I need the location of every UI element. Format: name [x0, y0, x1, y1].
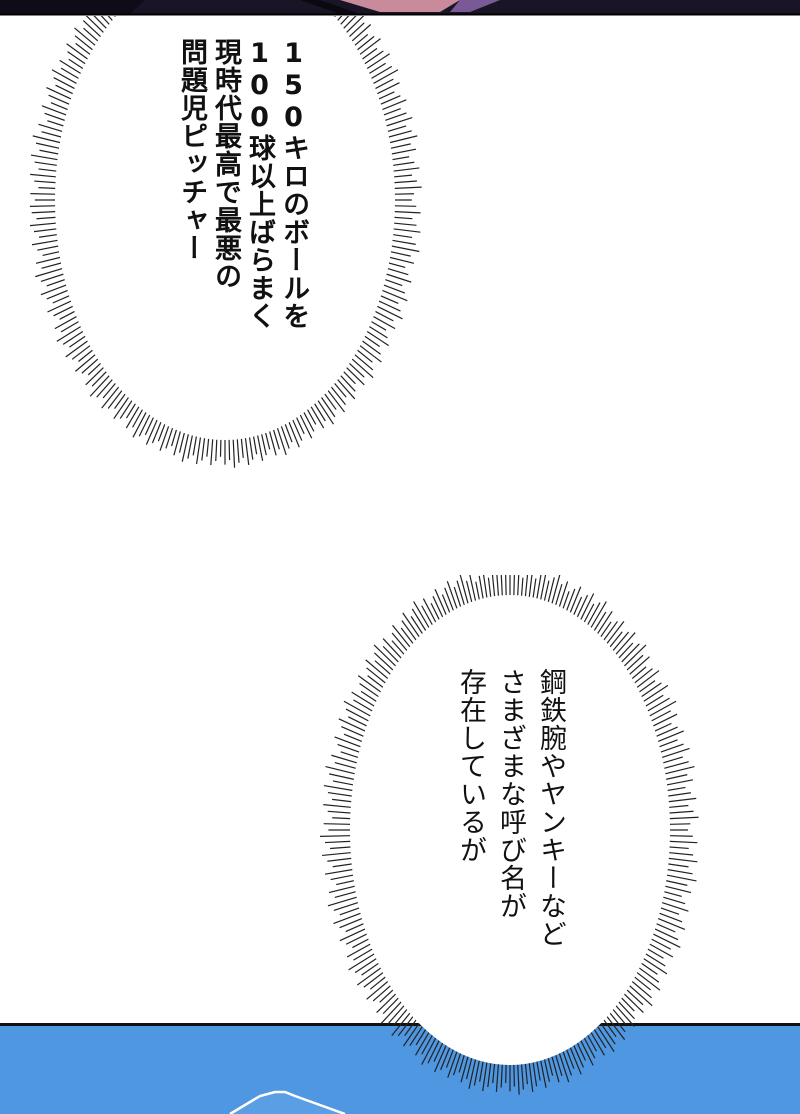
- bubble-1-line-2: 100球以上ばらまく: [242, 38, 276, 330]
- bubble-1-text: 150キロのボールを 100球以上ばらまく 現時代最高で最悪の 問題児ピッチャー: [174, 38, 310, 330]
- bubble-2-line-1: 鋼鉄腕やヤンキーなど: [530, 668, 570, 948]
- bubble-2-line-2: さまざまな呼び名が: [490, 668, 530, 948]
- bubble-2-line-3: 存在しているが: [450, 668, 490, 948]
- bubble-2-text: 鋼鉄腕やヤンキーなど さまざまな呼び名が 存在しているが: [450, 668, 570, 948]
- bubble-1-line-1: 150キロのボールを: [276, 38, 310, 330]
- bubble-1-line-4: 問題児ピッチャー: [174, 38, 208, 330]
- bubble-1-line-3: 現時代最高で最悪の: [208, 38, 242, 330]
